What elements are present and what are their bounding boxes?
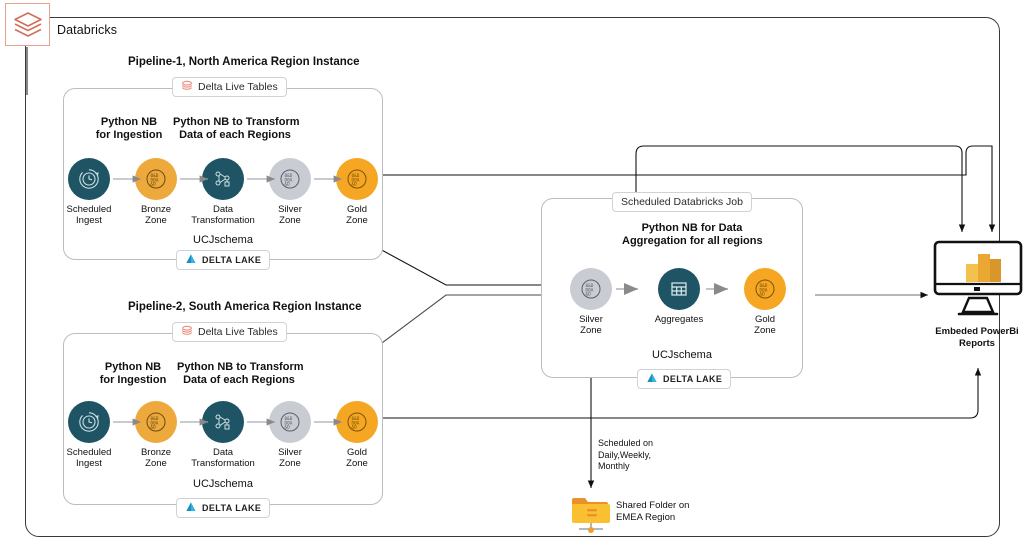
delta-live-tables-icon (181, 80, 193, 95)
delta-lake-icon (185, 253, 197, 267)
job-node-aggregates[interactable]: Aggregates (643, 268, 715, 325)
svg-text:D0A: D0A (352, 421, 360, 427)
svg-text:0&D: 0&D (352, 416, 360, 422)
svg-text:&D: &D (285, 425, 291, 431)
pipeline-1-title: Pipeline-1, North America Region Instanc… (128, 56, 360, 68)
pipeline-2-dlt-badge: Delta Live Tables (172, 322, 287, 342)
pipeline-2-title: Pipeline-2, South America Region Instanc… (128, 301, 362, 313)
delta-lake-icon (185, 501, 197, 515)
pipeline-1-ingest-nb-label: Python NB for Ingestion (95, 116, 163, 141)
delta-lake-icon (646, 372, 658, 386)
shared-folder-label: Shared Folder on EMEA Region (616, 500, 690, 523)
databricks-layers-icon (5, 3, 50, 46)
aggregates-table-icon (658, 268, 700, 310)
pipeline-2-ingest-nb-label: Python NB for Ingestion (99, 361, 167, 386)
delta-lake-label: DELTA LAKE (202, 255, 262, 265)
data-transformation-icon (202, 158, 244, 200)
dlt-badge-label: Delta Live Tables (198, 81, 278, 93)
svg-text:&D: &D (760, 292, 766, 298)
delta-lake-label: DELTA LAKE (202, 503, 262, 513)
pipeline-1-schema-label: UCJschema (193, 234, 253, 246)
pipeline-2-delta-lake-badge: DELTA LAKE (176, 498, 271, 518)
svg-text:0&D: 0&D (285, 416, 293, 422)
pipeline-1-dlt-badge: Delta Live Tables (172, 77, 287, 97)
svg-text:D0A: D0A (352, 178, 360, 184)
pipeline-2-schema-label: UCJschema (193, 478, 253, 490)
scheduled-ingest-icon (68, 401, 110, 443)
data-transformation-icon (202, 401, 244, 443)
svg-text:0&D: 0&D (760, 283, 768, 289)
job-schema-label: UCJschema (652, 349, 712, 361)
svg-text:&D: &D (151, 182, 157, 188)
pipeline-1-transform-nb-label: Python NB to Transform Data of each Regi… (173, 116, 300, 141)
pipeline-1-delta-lake-badge: DELTA LAKE (176, 250, 271, 270)
svg-text:&D: &D (586, 292, 592, 298)
svg-text:D0A: D0A (586, 288, 594, 294)
svg-text:&D: &D (352, 182, 358, 188)
svg-text:0&D: 0&D (151, 416, 159, 422)
svg-text:D0A: D0A (760, 288, 768, 294)
delta-lake-label: DELTA LAKE (663, 374, 723, 384)
svg-text:D0A: D0A (151, 421, 159, 427)
svg-text:0&D: 0&D (285, 173, 293, 179)
svg-text:0&D: 0&D (586, 283, 594, 289)
powerbi-monitor-icon[interactable] (933, 240, 1023, 325)
pipeline-2-transform-nb-label: Python NB to Transform Data of each Regi… (177, 361, 304, 386)
svg-text:D0A: D0A (285, 178, 293, 184)
scheduled-databricks-job-badge: Scheduled Databricks Job (612, 192, 752, 212)
platform-title: Databricks (57, 23, 118, 37)
svg-text:&D: &D (285, 182, 291, 188)
scheduled-ingest-icon (68, 158, 110, 200)
node-label: Aggregates (654, 314, 704, 325)
svg-text:0&D: 0&D (352, 173, 360, 179)
svg-text:D0A: D0A (285, 421, 293, 427)
svg-text:0&D: 0&D (151, 173, 159, 179)
svg-text:D0A: D0A (151, 178, 159, 184)
svg-text:&D: &D (352, 425, 358, 431)
shared-folder-icon[interactable] (571, 490, 613, 539)
job-notebook-label: Python NB for Data Aggregation for all r… (622, 222, 763, 247)
job-badge-label: Scheduled Databricks Job (621, 196, 743, 208)
powerbi-label: Embeded PowerBi Reports (935, 326, 1019, 349)
schedule-note: Scheduled on Daily,Weekly, Monthly (598, 438, 654, 471)
job-delta-lake-badge: DELTA LAKE (637, 369, 732, 389)
svg-text:&D: &D (151, 425, 157, 431)
dlt-badge-label: Delta Live Tables (198, 326, 278, 338)
delta-live-tables-icon (181, 325, 193, 340)
